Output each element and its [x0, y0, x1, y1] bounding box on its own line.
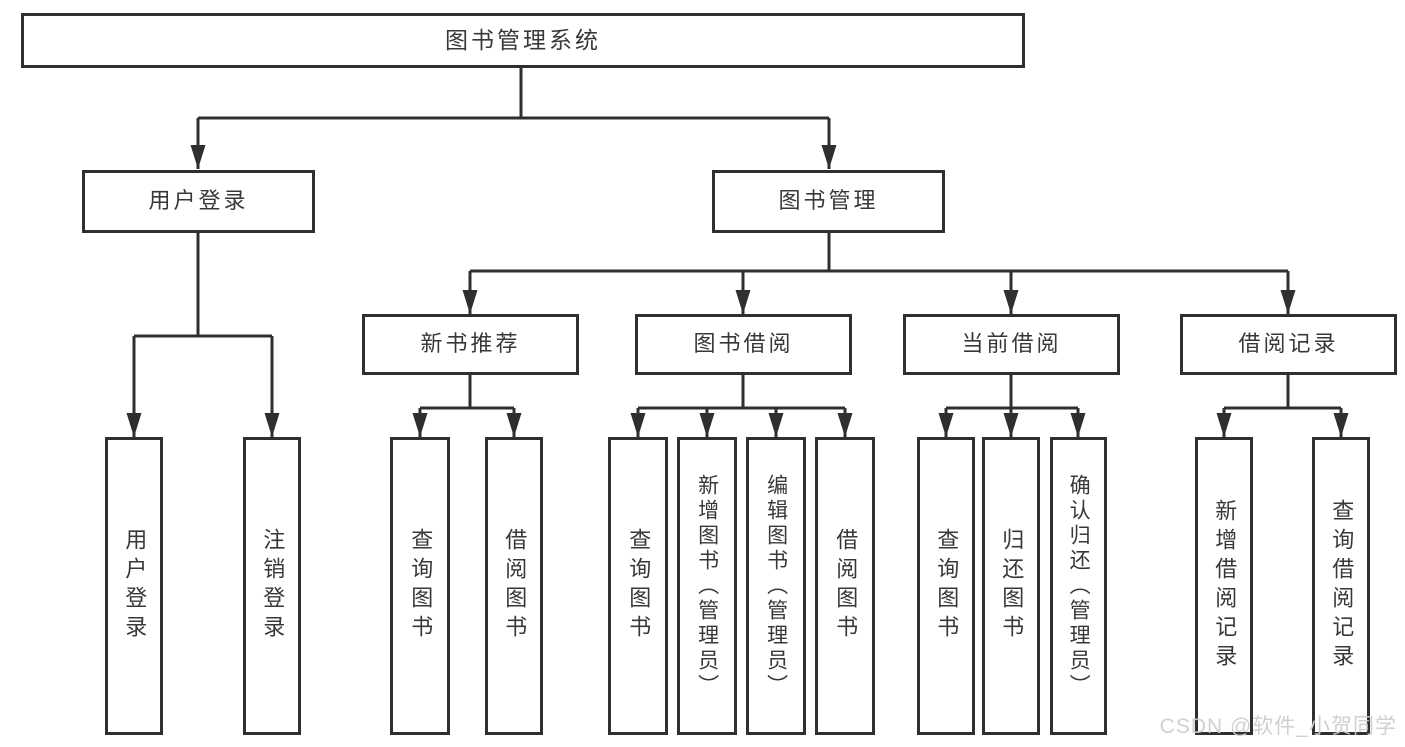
leaf-add-books-admin-label: 新增图书（管理员）	[695, 473, 719, 699]
leaf-borrow-books-recommend: 借阅图书	[485, 437, 543, 735]
leaf-add-books-admin: 新增图书（管理员）	[677, 437, 737, 735]
leaf-logout-label: 注销登录	[260, 528, 286, 644]
leaf-query-books-borrowing-label: 查询图书	[626, 528, 652, 644]
node-book-borrowing: 图书借阅	[635, 314, 852, 375]
leaf-return-books: 归还图书	[982, 437, 1040, 735]
leaf-return-books-label: 归还图书	[999, 528, 1025, 644]
leaf-borrow-books-label: 借阅图书	[833, 528, 859, 644]
node-user-login: 用户登录	[82, 170, 315, 233]
leaf-user-login-label: 用户登录	[122, 528, 148, 644]
leaf-query-books-recommend-label: 查询图书	[408, 528, 434, 644]
csdn-watermark: CSDN @软件_小贺同学	[1159, 715, 1397, 738]
node-current-borrowing: 当前借阅	[903, 314, 1120, 375]
leaf-add-borrow-record: 新增借阅记录	[1195, 437, 1253, 735]
leaf-query-books-borrowing: 查询图书	[608, 437, 668, 735]
leaf-query-borrow-record-label: 查询借阅记录	[1329, 499, 1355, 673]
node-new-book-recommendation: 新书推荐	[362, 314, 579, 375]
leaf-query-books-recommend: 查询图书	[390, 437, 450, 735]
leaf-logout: 注销登录	[243, 437, 301, 735]
leaf-query-books-current: 查询图书	[917, 437, 975, 735]
leaf-borrow-books-recommend-label: 借阅图书	[502, 528, 528, 644]
leaf-edit-books-admin: 编辑图书（管理员）	[746, 437, 806, 735]
leaf-user-login: 用户登录	[105, 437, 163, 735]
node-book-management: 图书管理	[712, 170, 945, 233]
node-library-management-system: 图书管理系统	[21, 13, 1025, 68]
leaf-confirm-return-admin-label: 确认归还（管理员）	[1067, 473, 1091, 699]
node-borrowing-records: 借阅记录	[1180, 314, 1397, 375]
leaf-edit-books-admin-label: 编辑图书（管理员）	[764, 473, 788, 699]
leaf-query-books-current-label: 查询图书	[934, 528, 960, 644]
leaf-borrow-books: 借阅图书	[815, 437, 875, 735]
leaf-confirm-return-admin: 确认归还（管理员）	[1050, 437, 1107, 735]
leaf-query-borrow-record: 查询借阅记录	[1312, 437, 1370, 735]
leaf-add-borrow-record-label: 新增借阅记录	[1212, 499, 1238, 673]
